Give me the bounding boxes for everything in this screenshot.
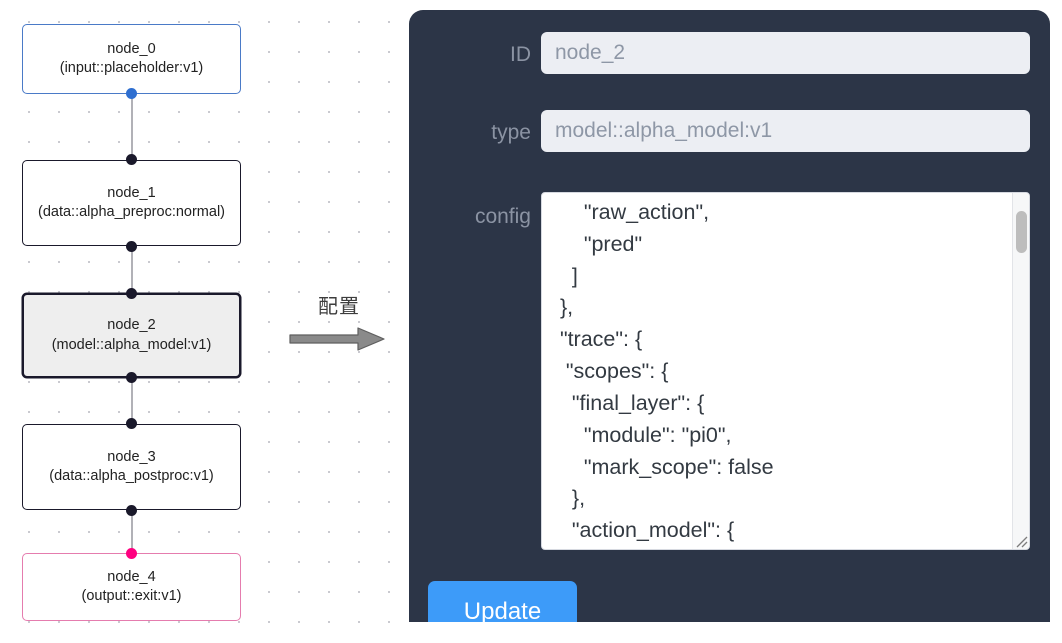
resize-handle-icon[interactable] <box>1012 532 1028 548</box>
edge-node2-node3 <box>131 375 133 421</box>
graph-node-node_3[interactable]: node_3(data::alpha_postproc:v1) <box>22 424 241 510</box>
node-label-node_2: node_2(model::alpha_model:v1) <box>51 317 212 353</box>
node-label-node_3: node_3(data::alpha_postproc:v1) <box>49 448 214 484</box>
node-handle-source-node_2[interactable] <box>126 372 137 383</box>
node-handle-source-node_1[interactable] <box>126 241 137 252</box>
node-handle-target-node_4[interactable] <box>126 548 137 559</box>
type-field-label: type <box>491 121 531 144</box>
node-config-panel: ID type config "raw_action", "pred" ] },… <box>409 10 1050 622</box>
node-handle-target-node_1[interactable] <box>126 154 137 165</box>
node-label-node_1: node_1(data::alpha_preproc:normal) <box>38 184 225 220</box>
field-row-config: config "raw_action", "pred" ] }, "trace"… <box>409 192 1050 550</box>
field-row-type: type <box>409 110 1050 152</box>
node-label-node_0: node_0(input::placeholder:v1) <box>59 40 204 76</box>
node-handle-target-node_2[interactable] <box>126 288 137 299</box>
update-button[interactable]: Update <box>428 581 577 622</box>
graph-node-node_4[interactable]: node_4(output::exit:v1) <box>22 553 241 621</box>
canvas-grid-top <box>400 0 1062 12</box>
field-row-id: ID <box>409 32 1050 74</box>
type-input[interactable] <box>541 110 1030 152</box>
id-field-label: ID <box>510 43 531 66</box>
node-label-node_4: node_4(output::exit:v1) <box>81 568 182 604</box>
edge-node3-node4 <box>131 511 133 555</box>
graph-node-node_0[interactable]: node_0(input::placeholder:v1) <box>22 24 241 94</box>
id-input[interactable] <box>541 32 1030 74</box>
edge-node1-node2 <box>131 246 133 294</box>
graph-node-node_1[interactable]: node_1(data::alpha_preproc:normal) <box>22 160 241 246</box>
edge-node0-node1 <box>131 92 133 160</box>
graph-node-node_2[interactable]: node_2(model::alpha_model:v1) <box>22 293 241 378</box>
config-textarea-wrapper[interactable]: "raw_action", "pred" ] }, "trace": { "sc… <box>541 192 1030 550</box>
config-field-label: config <box>474 205 531 228</box>
node-handle-target-node_3[interactable] <box>126 418 137 429</box>
config-scrollbar-thumb[interactable] <box>1016 211 1027 253</box>
config-scrollbar[interactable] <box>1012 193 1029 549</box>
node-handle-source-node_3[interactable] <box>126 505 137 516</box>
config-textarea[interactable]: "raw_action", "pred" ] }, "trace": { "sc… <box>559 200 774 543</box>
node-handle-source-node_0[interactable] <box>126 88 137 99</box>
